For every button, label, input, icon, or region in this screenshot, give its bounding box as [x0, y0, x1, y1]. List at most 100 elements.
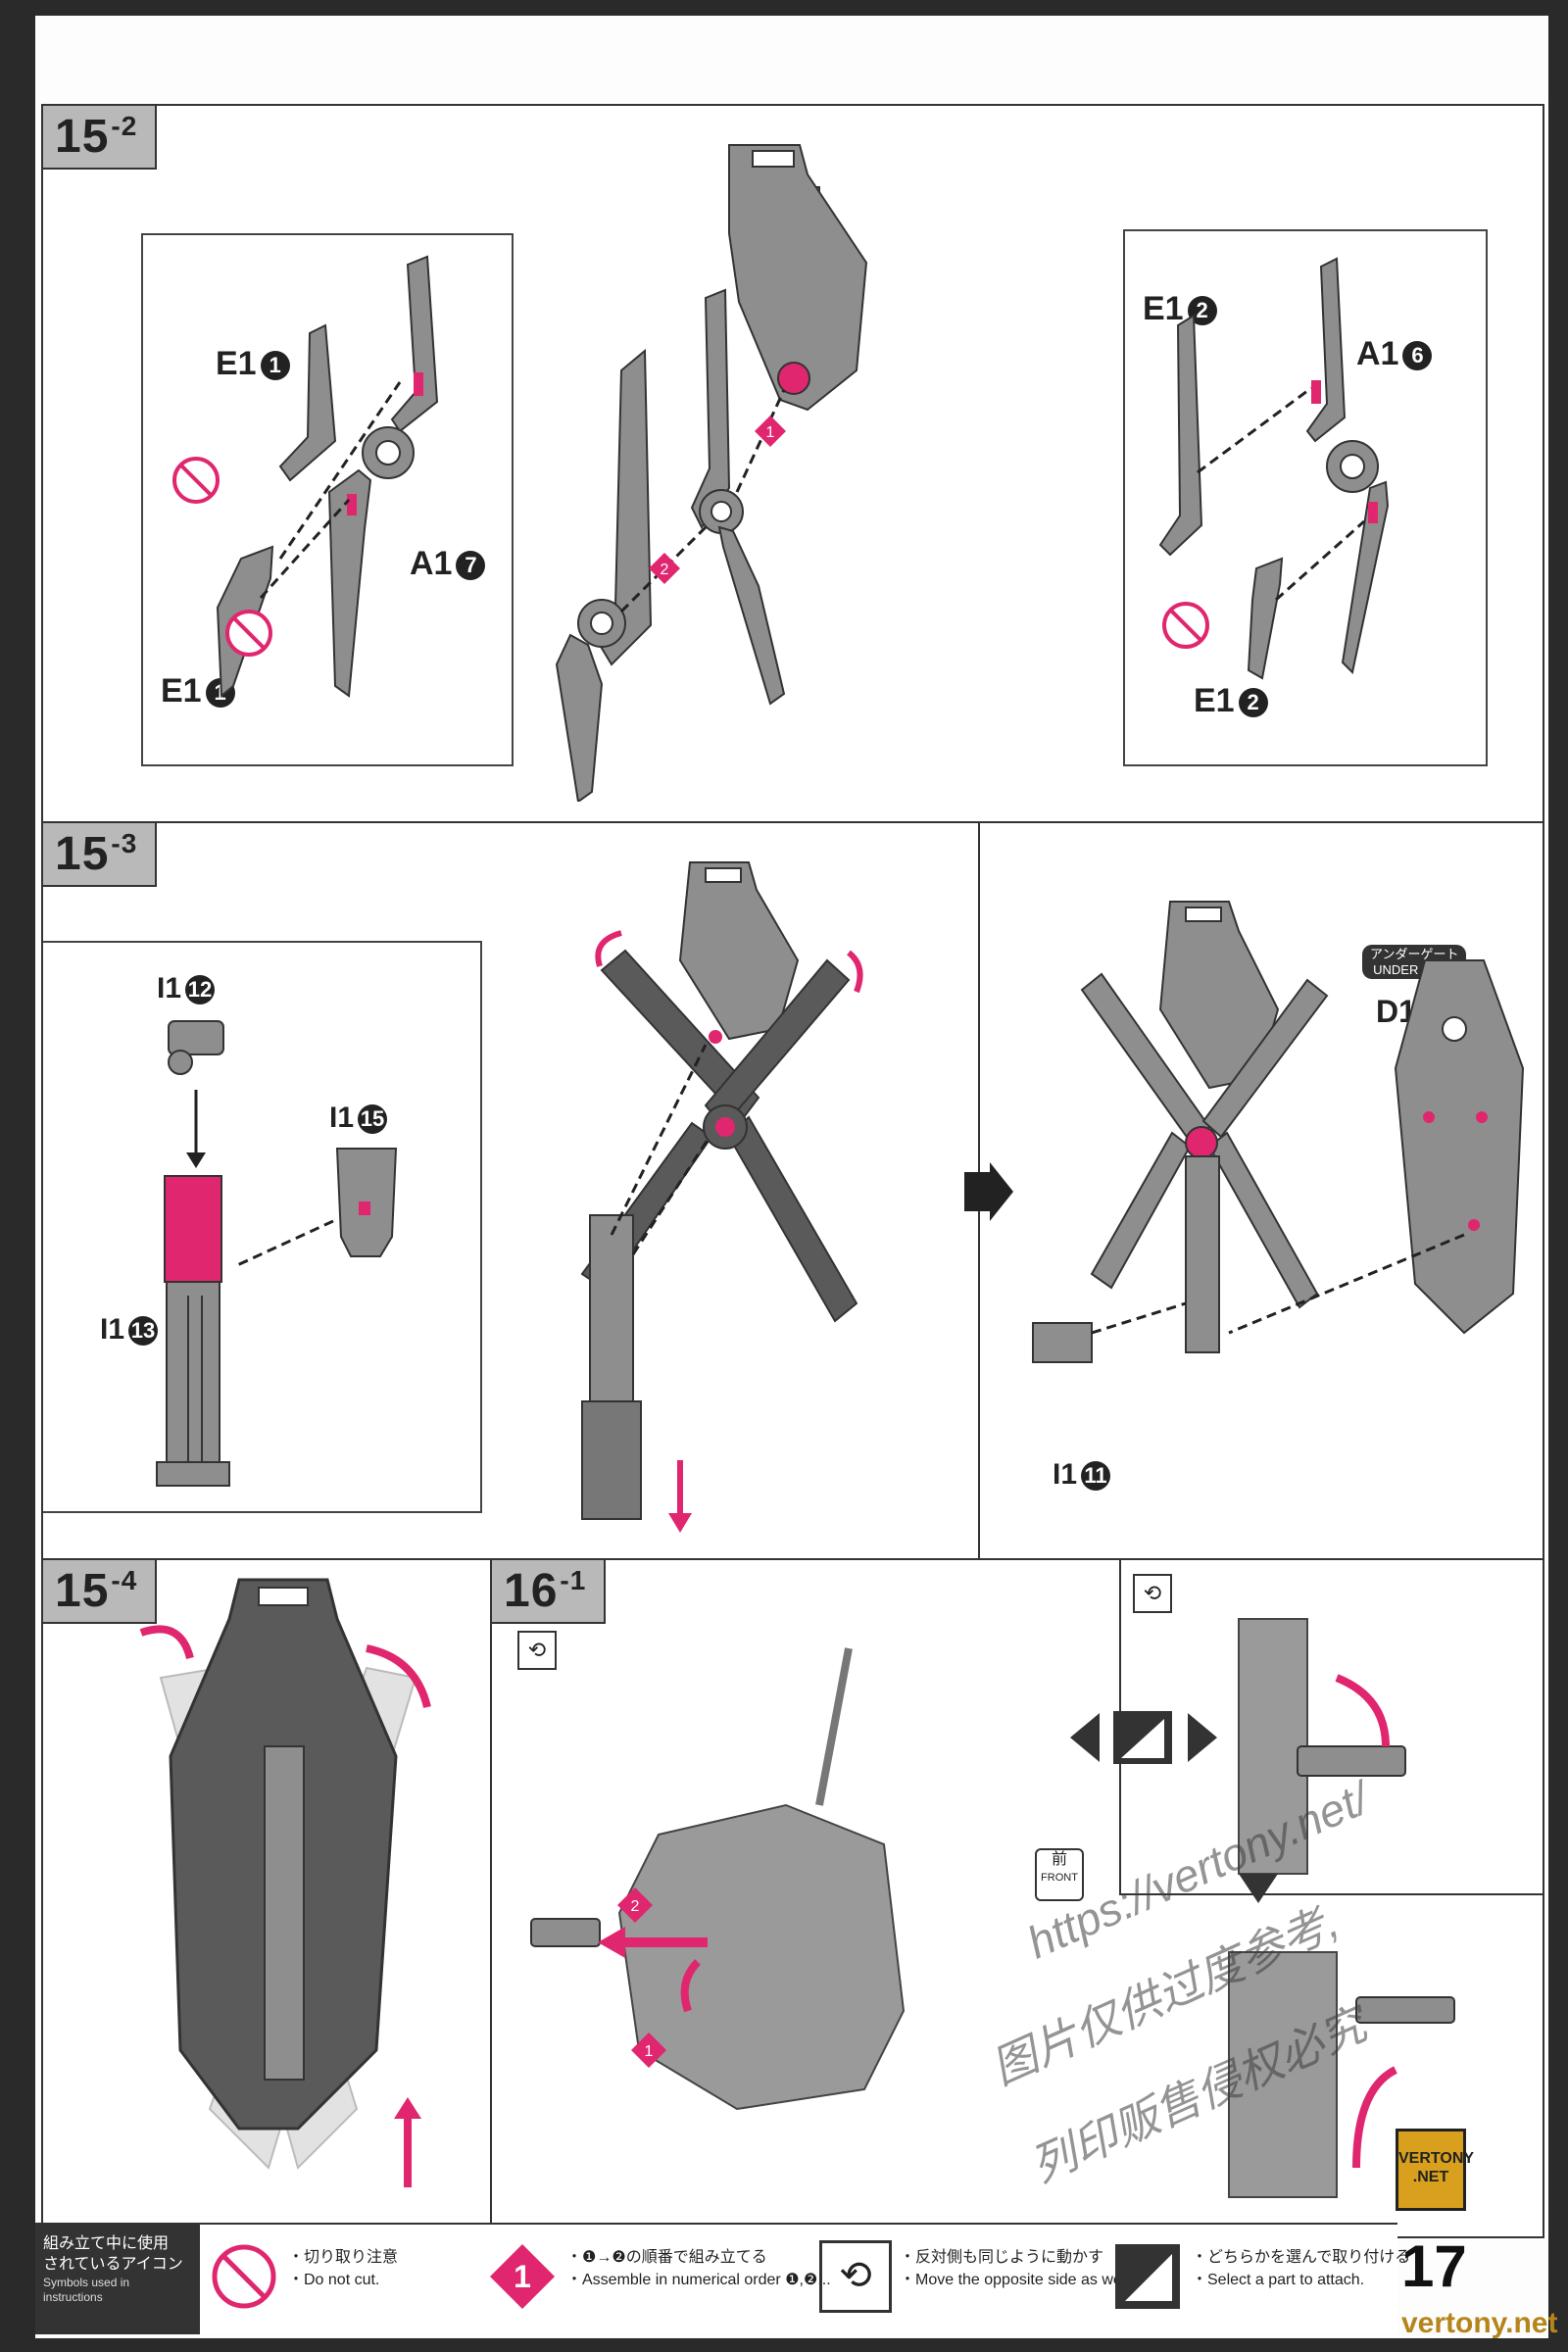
part-code: I1 — [157, 972, 182, 1004]
step-15-4-panel: 15-4 — [41, 1558, 494, 2238]
do-not-cut-icon — [1162, 602, 1209, 649]
step-15-3-label: 15-3 — [43, 823, 158, 887]
step-number: 16 — [504, 1565, 559, 1617]
legend-item-do-not-cut: ・切り取り注意 ・Do not cut. — [208, 2234, 482, 2323]
step-number: 15 — [55, 828, 110, 880]
part-number-badge: 7 — [456, 551, 486, 581]
svg-text:2: 2 — [661, 562, 669, 578]
d1-cover — [1394, 959, 1525, 1335]
part-number-badge: 11 — [1081, 1461, 1111, 1492]
wing-blade-upper-right — [690, 288, 731, 529]
select-part-icon — [1115, 2244, 1180, 2309]
e1-upper-blade — [278, 323, 337, 482]
shield-top — [678, 861, 800, 1041]
waist-detail-drawing — [1228, 1618, 1455, 2198]
e1-lower-blade-right — [1247, 557, 1284, 680]
order-2-marker: 2 — [649, 553, 680, 584]
legend-title-en: Symbols used in instructions — [43, 2275, 130, 2305]
i1-13-stem-top — [164, 1175, 222, 1283]
part-code: E1 — [1143, 290, 1184, 327]
step-15-2-panel: 15-2 15-1 E11 A17 E11 — [41, 104, 1544, 823]
legend-text-jp: ・❶→❷の順番で組み立てる — [566, 2249, 767, 2266]
step-15-2-label: 15-2 — [43, 106, 158, 170]
do-not-cut-icon — [212, 2244, 276, 2309]
svg-text:2: 2 — [631, 1898, 640, 1915]
legend-text-jp: ・どちらかを選んで取り付ける — [1192, 2249, 1411, 2266]
part-code: I1 — [329, 1102, 355, 1134]
bottom-url: vertony.net — [1401, 2307, 1558, 2339]
stamp-line-2: .NET — [1412, 2169, 1449, 2186]
symbols-legend: 組み立て中に使用 されているアイコン Symbols used in instr… — [35, 2223, 1410, 2334]
legend-text-en: ・Select a part to attach. — [1192, 2272, 1365, 2289]
order-1-marker: 1 — [631, 2033, 666, 2068]
legend-text-jp: ・切り取り注意 — [288, 2249, 399, 2266]
next-arrow-icon — [964, 1162, 1013, 1221]
opposite-side-icon: ⟲ — [517, 1631, 557, 1670]
left-wing-parts-drawing — [172, 255, 439, 699]
front-en: FRONT — [1041, 1871, 1078, 1884]
shield-part — [728, 144, 868, 412]
manual-sheet: 15-2 15-1 E11 A17 E11 — [35, 16, 1548, 2338]
i1-11-clip — [1032, 1322, 1093, 1363]
svg-text:1: 1 — [766, 424, 775, 441]
legend-text-en: ・Do not cut. — [288, 2272, 380, 2289]
legend-item-numerical-order: 1 ・❶→❷の順番で組み立てる ・Assemble in numerical o… — [486, 2234, 831, 2323]
part-code: I1 — [1053, 1458, 1078, 1491]
legend-text-en: ・Move the opposite side as well. — [900, 2272, 1134, 2289]
a1-frame-upper — [390, 255, 439, 433]
wing-blade-lower-right — [717, 525, 786, 706]
a1-frame-upper-right — [1305, 257, 1347, 443]
wing-blade-lower-left — [555, 633, 604, 802]
do-not-cut-icon — [172, 457, 220, 504]
opposite-side-icon: ⟲ — [1133, 1574, 1172, 1613]
order-2-marker: 2 — [617, 1887, 653, 1923]
shield-cover-assembly-drawing — [1032, 901, 1525, 1363]
a1-frame-lower-right — [1341, 480, 1390, 675]
center-wing-assembly-drawing: 1 2 — [555, 144, 868, 802]
torso-assembly-drawing: 1 2 — [530, 1647, 906, 2111]
step-number: 15 — [55, 1565, 110, 1617]
stamp-line-1: VERTONY — [1398, 2150, 1475, 2167]
i1-12-cap — [168, 1020, 224, 1055]
x-blade-1 — [600, 949, 760, 1123]
x-blade-3 — [727, 1115, 858, 1323]
folded-shield-drawing — [139, 1578, 431, 2187]
part-number-badge: 13 — [128, 1316, 159, 1347]
part-code: A1 — [410, 545, 453, 582]
under-gate-jp: アンダーゲート — [1370, 947, 1459, 961]
part-number-badge: 12 — [185, 975, 216, 1005]
part-code: I1 — [100, 1313, 125, 1346]
part-code: E1 — [216, 345, 257, 382]
part-number-badge: 1 — [260, 351, 290, 381]
part-number-badge: 15 — [358, 1104, 388, 1135]
part-code: E1 — [1194, 682, 1235, 719]
stem-parts-drawing — [156, 1020, 398, 1487]
legend-title: 組み立て中に使用 されているアイコン Symbols used in instr… — [35, 2225, 200, 2334]
panel-divider-horizontal — [1119, 1893, 1543, 1895]
part-number-badge: 6 — [1402, 341, 1433, 371]
svg-text:1: 1 — [514, 2259, 531, 2294]
select-part-icon — [1070, 1711, 1217, 1764]
legend-item-select-part: ・どちらかを選んで取り付ける ・Select a part to attach. — [1111, 2234, 1410, 2323]
step-number: 15 — [55, 111, 110, 163]
do-not-cut-icon — [225, 610, 272, 657]
part-code: E1 — [161, 672, 202, 710]
order-1-marker: 1 — [755, 416, 786, 447]
front-indicator: 前 FRONT — [1035, 1848, 1084, 1901]
part-code: A1 — [1356, 335, 1399, 372]
page-number: 17 — [1401, 2233, 1467, 2299]
legend-title-jp-2: されているアイコン — [43, 2255, 183, 2273]
step-sub-number: -1 — [560, 1565, 587, 1595]
legend-title-jp-1: 組み立て中に使用 — [43, 2235, 170, 2252]
